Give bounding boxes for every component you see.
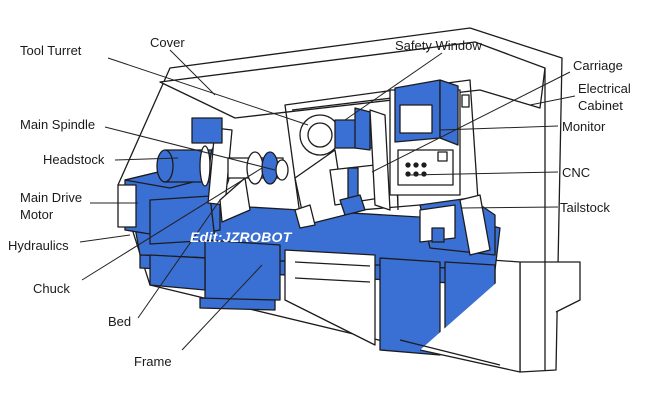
leader-safety-window xyxy=(344,52,443,121)
label-hydraulics: Hydraulics xyxy=(8,238,69,253)
leader-chuck xyxy=(81,167,263,281)
machine-base xyxy=(399,262,521,373)
main-spindle xyxy=(156,117,289,223)
label-chuck: Chuck xyxy=(33,281,70,296)
headstock xyxy=(117,167,221,245)
label-bed: Bed xyxy=(108,314,132,329)
leader-electrical-cabinet xyxy=(529,95,576,106)
leader-frame xyxy=(181,264,263,351)
leader-bed xyxy=(137,199,221,319)
label-cnc: CNC xyxy=(562,165,591,180)
label-electrical-cabinet-line1: Electrical xyxy=(578,81,631,96)
leader-monitor xyxy=(439,125,559,131)
label-frame: Frame xyxy=(134,354,172,369)
leader-hydraulics xyxy=(79,234,131,243)
label-monitor: Monitor xyxy=(562,119,606,134)
label-main-spindle: Main Spindle xyxy=(20,117,96,132)
leader-cnc xyxy=(409,171,559,176)
label-safety-window: Safety Window xyxy=(395,38,482,53)
leader-headstock xyxy=(114,157,179,161)
leader-tool-turret xyxy=(107,57,309,126)
label-headstock: Headstock xyxy=(43,152,105,167)
label-tailstock: Tailstock xyxy=(560,200,610,215)
watermark: Edit:JZROBOT xyxy=(190,229,292,245)
leader-carriage xyxy=(371,71,571,173)
label-main-drive-motor-line1: Main Drive xyxy=(20,190,83,205)
label-electrical-cabinet-line2: Cabinet xyxy=(578,98,623,113)
leader-tailstock xyxy=(461,206,559,209)
carriage xyxy=(294,109,391,229)
label-carriage: Carriage xyxy=(573,58,623,73)
leader-lines xyxy=(79,49,576,351)
tool-turret xyxy=(299,107,381,156)
label-main-drive-motor-line2: Motor xyxy=(20,207,54,222)
control-panel xyxy=(389,79,470,196)
frame-gaps xyxy=(284,249,376,346)
leader-cover xyxy=(169,49,216,96)
label-tool-turret: Tool Turret xyxy=(20,43,82,58)
label-cover: Cover xyxy=(150,35,185,50)
tailstock xyxy=(419,194,496,256)
leader-main-spindle xyxy=(104,126,276,171)
